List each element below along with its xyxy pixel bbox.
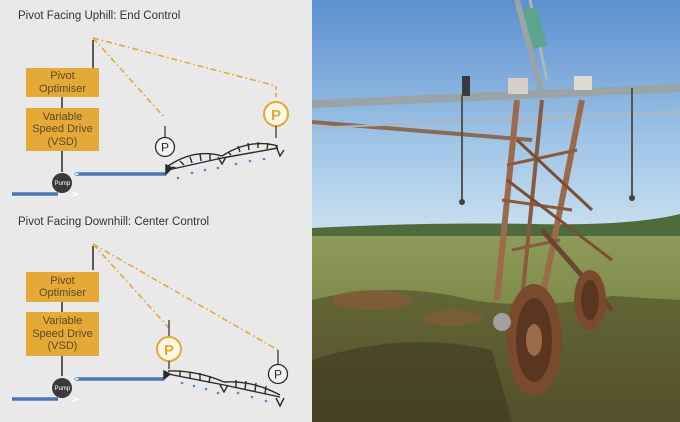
pressure-sensor-label: P [274, 368, 282, 382]
pivot-photo-illustration [312, 0, 680, 422]
pump-icon [52, 173, 72, 193]
box-line: Variable [42, 110, 83, 123]
box-line: (VSD) [47, 135, 78, 148]
pump-label: Pump [55, 181, 71, 187]
pivot-span-icon [165, 142, 285, 176]
vsd-box: Variable Speed Drive (VSD) [26, 108, 99, 151]
box-line: Pivot [50, 70, 75, 82]
flow-arrow-icon [71, 191, 80, 197]
pivot-span-icon [163, 369, 285, 408]
diagram-downhill-heading: Pivot Facing Downhill: Center Control [18, 216, 210, 228]
dirt-patch [332, 290, 412, 310]
pressure-sensor-label: P [161, 141, 169, 155]
sprinkler-drops [180, 381, 268, 403]
pressure-sensor-icon [154, 136, 176, 158]
signal-line [92, 37, 166, 119]
signal-line [92, 243, 279, 351]
diagram-uphill-graphic: Pump P P [12, 37, 289, 197]
sprinkler-drops [176, 157, 266, 180]
flow-arrow-icon [71, 376, 80, 382]
end-pressure-sensor-label: P [271, 107, 281, 124]
pressure-sensor-icon [267, 363, 289, 385]
diagram-graphics: Pump P P [12, 37, 289, 408]
box-line: (VSD) [47, 340, 78, 353]
flow-arrow-icon [71, 171, 80, 177]
signal-line [92, 243, 170, 329]
pivot-optimiser-box: Pivot Optimiser [26, 272, 99, 302]
pivot-optimiser-box: Pivot Optimiser [26, 68, 99, 97]
sky-icon [312, 0, 680, 232]
vsd-box: Variable Speed Drive (VSD) [26, 312, 99, 356]
pump-label: Pump [55, 386, 71, 392]
dirt-patch [422, 310, 482, 326]
diagram-downhill-graphic: Pump P P [12, 243, 289, 408]
signal-line [92, 37, 277, 87]
diagram-panel: Pivot Facing Uphill: End Control Pump [0, 0, 312, 422]
box-line: Speed Drive [32, 123, 93, 136]
center-pressure-sensor-label: P [164, 342, 174, 359]
irrigation-photo [312, 0, 680, 422]
tower-shadow [312, 342, 512, 422]
box-line: Variable [42, 315, 83, 328]
diagram-uphill-heading: Pivot Facing Uphill: End Control [18, 10, 181, 22]
box-line: Speed Drive [32, 327, 93, 340]
flow-arrow-icon [71, 396, 80, 402]
box-line: Pivot [50, 274, 75, 287]
pump-icon [52, 378, 72, 398]
box-line: Optimiser [38, 82, 87, 95]
box-line: Optimiser [38, 287, 87, 299]
distant-hills [312, 214, 680, 240]
center-pivot-irrigation-tower-icon [312, 0, 680, 396]
